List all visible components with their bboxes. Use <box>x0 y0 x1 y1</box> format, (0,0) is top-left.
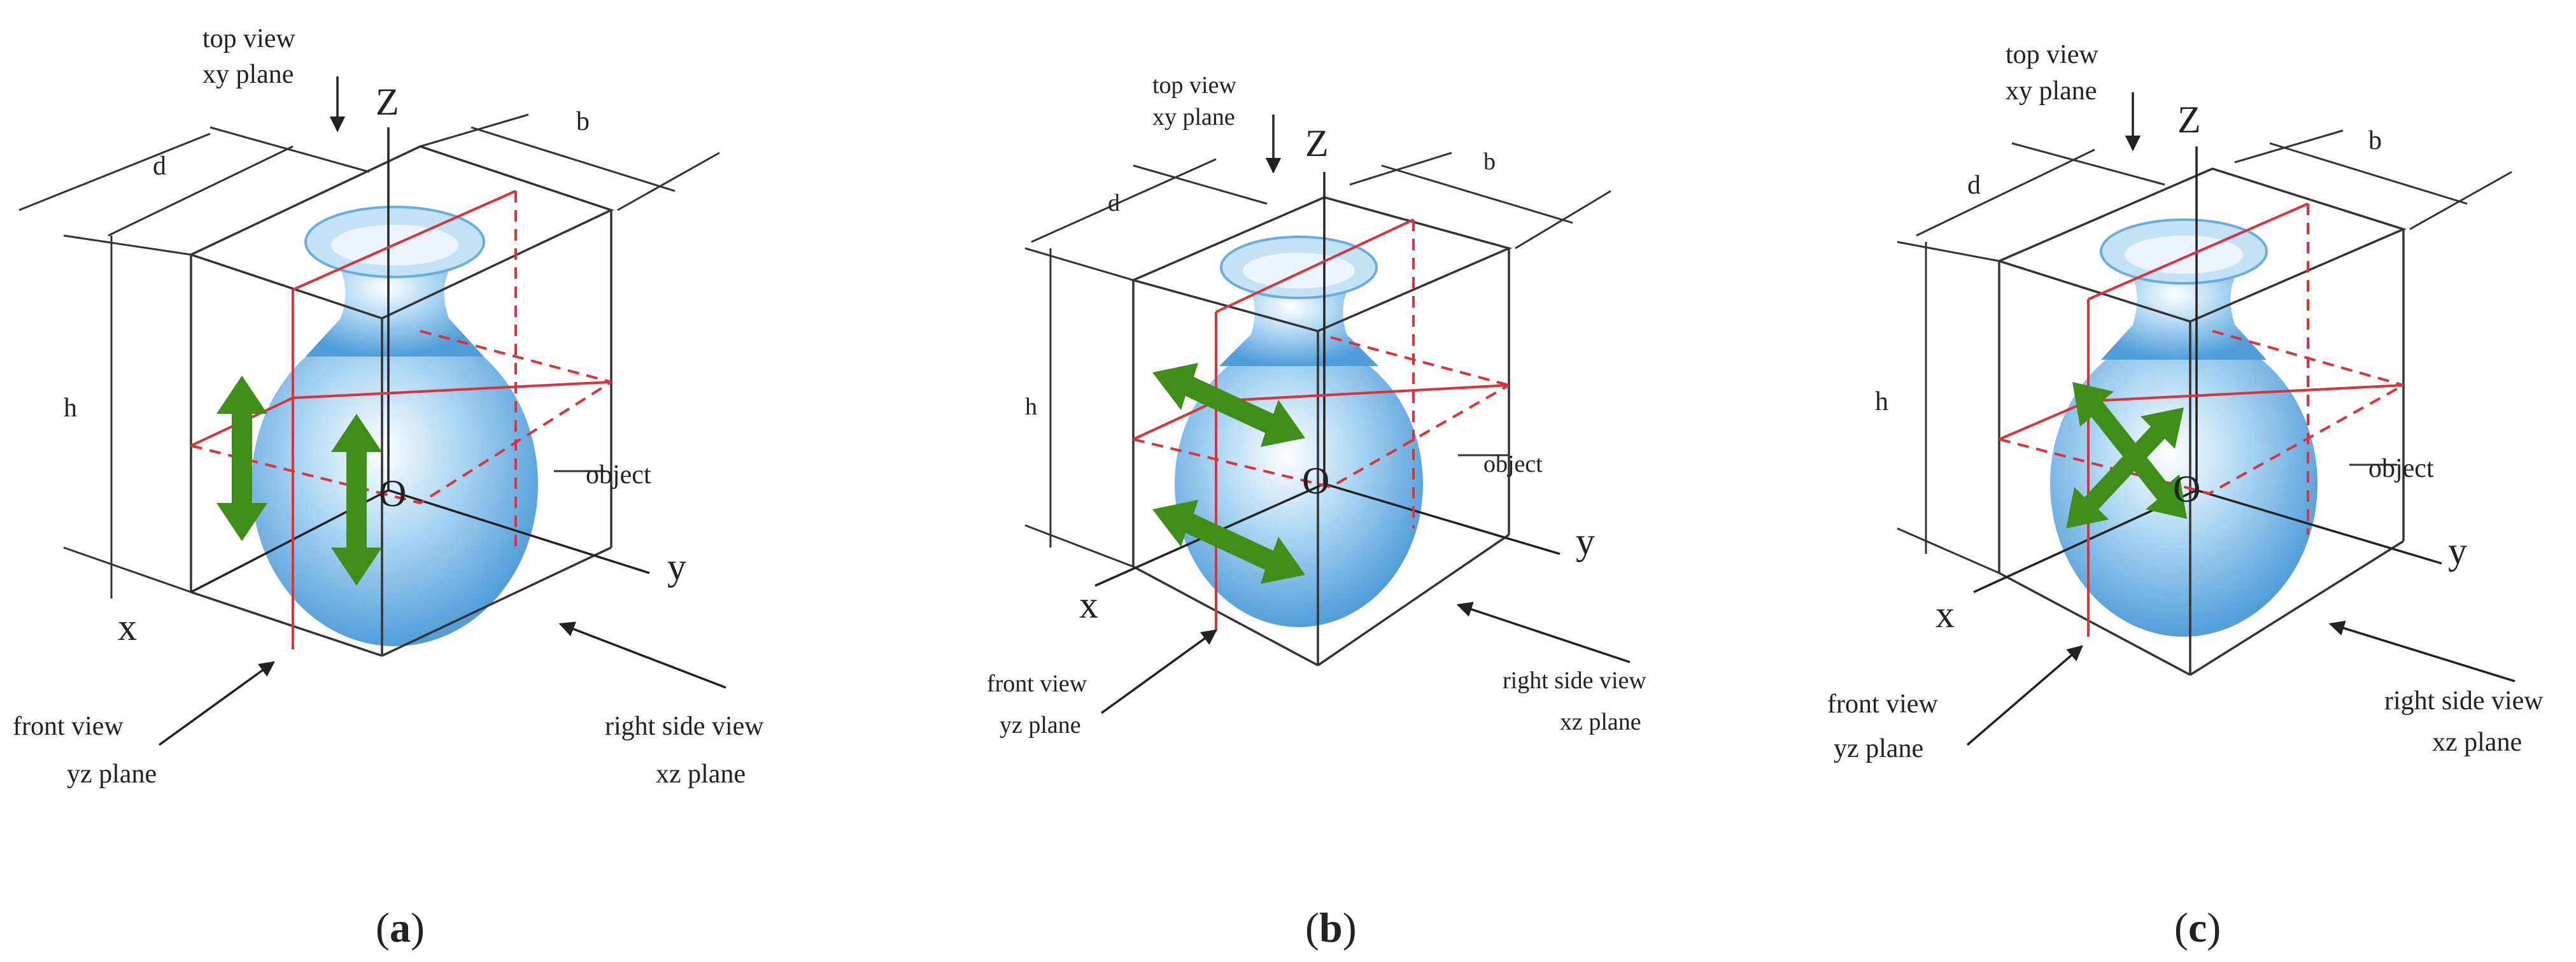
displacement-arrows <box>2066 382 2187 528</box>
dim-b-label: b <box>2368 126 2382 155</box>
caption-b: (b) <box>1305 905 1357 951</box>
bounding-box <box>1129 196 1513 667</box>
x-axis-label: x <box>1079 584 1098 626</box>
vase-object <box>251 206 538 646</box>
origin-label: O <box>1302 460 1330 502</box>
view-arrows <box>158 76 726 746</box>
dimension-lines <box>1897 129 2512 574</box>
caption-a: (a) <box>376 905 425 951</box>
dim-b-label: b <box>1483 148 1496 175</box>
side-view-label: right side view <box>1503 667 1646 694</box>
dim-d-label: d <box>153 152 166 181</box>
bounding-box <box>188 145 614 657</box>
panel-b: top view xy plane Z d b h O object y x f… <box>949 0 1776 962</box>
origin-label: O <box>2173 468 2201 510</box>
y-axis-label: y <box>1576 520 1595 562</box>
top-view-label: top view <box>1152 72 1236 99</box>
top-view-label: top view <box>202 24 295 53</box>
z-axis-label: Z <box>2177 99 2201 141</box>
displacement-arrows <box>1152 363 1305 584</box>
side-view-plane-label: xz plane <box>656 760 746 789</box>
dim-d-label: d <box>1967 171 1981 200</box>
top-view-label: top view <box>2006 40 2098 69</box>
front-view-plane-label: yz plane <box>1000 712 1081 739</box>
side-view-label: right side view <box>2384 686 2544 716</box>
bounding-box <box>1996 167 2407 676</box>
diagram-a <box>18 76 726 746</box>
diagram-c <box>1897 92 2516 746</box>
z-axis-label: Z <box>1305 122 1329 164</box>
object-label: object <box>1483 451 1543 477</box>
side-view-plane-label: xz plane <box>2432 728 2523 757</box>
side-view-label: right side view <box>605 712 764 741</box>
top-view-plane-label: xy plane <box>202 60 294 89</box>
dim-h-label: h <box>64 393 77 423</box>
front-view-label: front view <box>13 712 124 741</box>
section-planes <box>1999 202 2404 637</box>
dimension-lines <box>18 113 720 598</box>
dim-b-label: b <box>576 107 590 136</box>
dim-h-label: h <box>1875 387 1888 416</box>
z-axis-label: Z <box>376 81 399 123</box>
origin-label: O <box>379 472 407 514</box>
front-view-label: front view <box>1827 690 1938 719</box>
x-axis-label: x <box>1936 593 1955 635</box>
object-label: object <box>586 460 651 490</box>
panel-c: top view xy plane Z d b h O object y x f… <box>1821 0 2576 962</box>
y-axis-label: y <box>2448 530 2467 572</box>
displacement-arrows <box>216 376 382 586</box>
panel-a: top view xy plane Z d b h O object y x f… <box>0 0 828 962</box>
x-axis-label: x <box>118 606 137 648</box>
diagram-b <box>1024 115 1631 714</box>
section-planes <box>190 190 612 649</box>
object-label: object <box>2368 454 2434 483</box>
top-view-plane-label: xy plane <box>2006 76 2097 106</box>
side-view-plane-label: xz plane <box>1560 709 1641 735</box>
view-arrows <box>1966 92 2516 746</box>
dim-d-label: d <box>1108 190 1120 216</box>
vase-object <box>2050 218 2318 637</box>
front-view-plane-label: yz plane <box>67 760 157 789</box>
front-view-plane-label: yz plane <box>1834 734 1924 763</box>
dim-h-label: h <box>1025 393 1037 420</box>
y-axis-label: y <box>667 546 686 588</box>
view-arrows <box>1100 115 1631 714</box>
dimension-lines <box>1024 152 1611 568</box>
top-view-plane-label: xy plane <box>1152 104 1235 131</box>
caption-c: (c) <box>2174 905 2221 951</box>
front-view-label: front view <box>987 670 1087 697</box>
